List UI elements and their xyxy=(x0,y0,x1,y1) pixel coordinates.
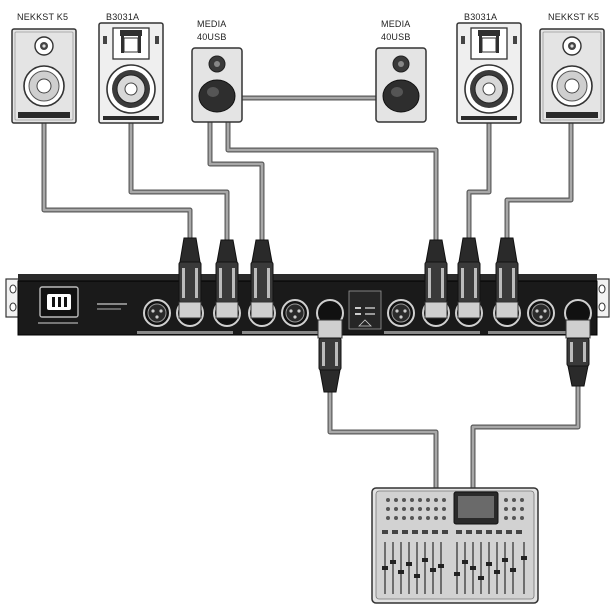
speaker-left-outer-label: NEKKST K5 xyxy=(17,12,68,22)
xlr-plug-6 xyxy=(495,237,519,319)
xlr-plug-5 xyxy=(457,237,481,319)
cable-mixer-left xyxy=(327,390,439,488)
xlr-jack-3 xyxy=(387,299,415,327)
xlr-input-plug-left xyxy=(317,319,343,393)
speaker-left-outer: NEKKST K5 xyxy=(11,12,77,124)
cable-left-outer xyxy=(41,120,193,238)
xlr-jack-4 xyxy=(527,299,555,327)
cable-left-inner xyxy=(128,122,230,240)
center-panel xyxy=(348,290,382,330)
speaker-right-outer: NEKKST K5 xyxy=(539,12,605,124)
xlr-plug-3 xyxy=(250,239,274,319)
speaker-right-outer-label: NEKKST K5 xyxy=(548,12,599,22)
cable-left-media-a xyxy=(207,120,265,240)
speaker-left-inner: B3031A xyxy=(98,12,164,124)
speaker-right-media: MEDIA 40USB xyxy=(375,19,427,123)
rack-unit xyxy=(5,274,610,336)
xlr-input-plug-right xyxy=(565,319,591,387)
xlr-plugs-top xyxy=(178,237,519,319)
xlr-plugs-bottom xyxy=(317,319,591,393)
xlr-plug-2 xyxy=(215,239,239,319)
cable-right-inner xyxy=(466,122,492,238)
speaker-left-inner-label: B3031A xyxy=(106,12,139,22)
speaker-right-inner-label: B3031A xyxy=(464,12,497,22)
speaker-right-media-label-line1: MEDIA xyxy=(381,19,411,29)
speaker-left-media: MEDIA 40USB xyxy=(191,19,243,123)
cable-right-outer xyxy=(504,120,574,238)
cables xyxy=(41,95,581,488)
mixing-console xyxy=(371,487,539,604)
cable-left-media-b xyxy=(225,120,439,240)
speaker-right-media-label-line2: 40USB xyxy=(381,32,411,42)
xlr-jack-2 xyxy=(281,299,309,327)
speaker-right-inner: B3031A xyxy=(456,12,522,124)
speaker-left-media-label-line1: MEDIA xyxy=(197,19,227,29)
xlr-jack-1 xyxy=(143,299,171,327)
xlr-plug-1 xyxy=(178,237,202,319)
cable-mixer-right xyxy=(470,385,581,488)
speaker-left-media-label-line2: 40USB xyxy=(197,32,227,42)
xlr-plug-4 xyxy=(424,239,448,319)
